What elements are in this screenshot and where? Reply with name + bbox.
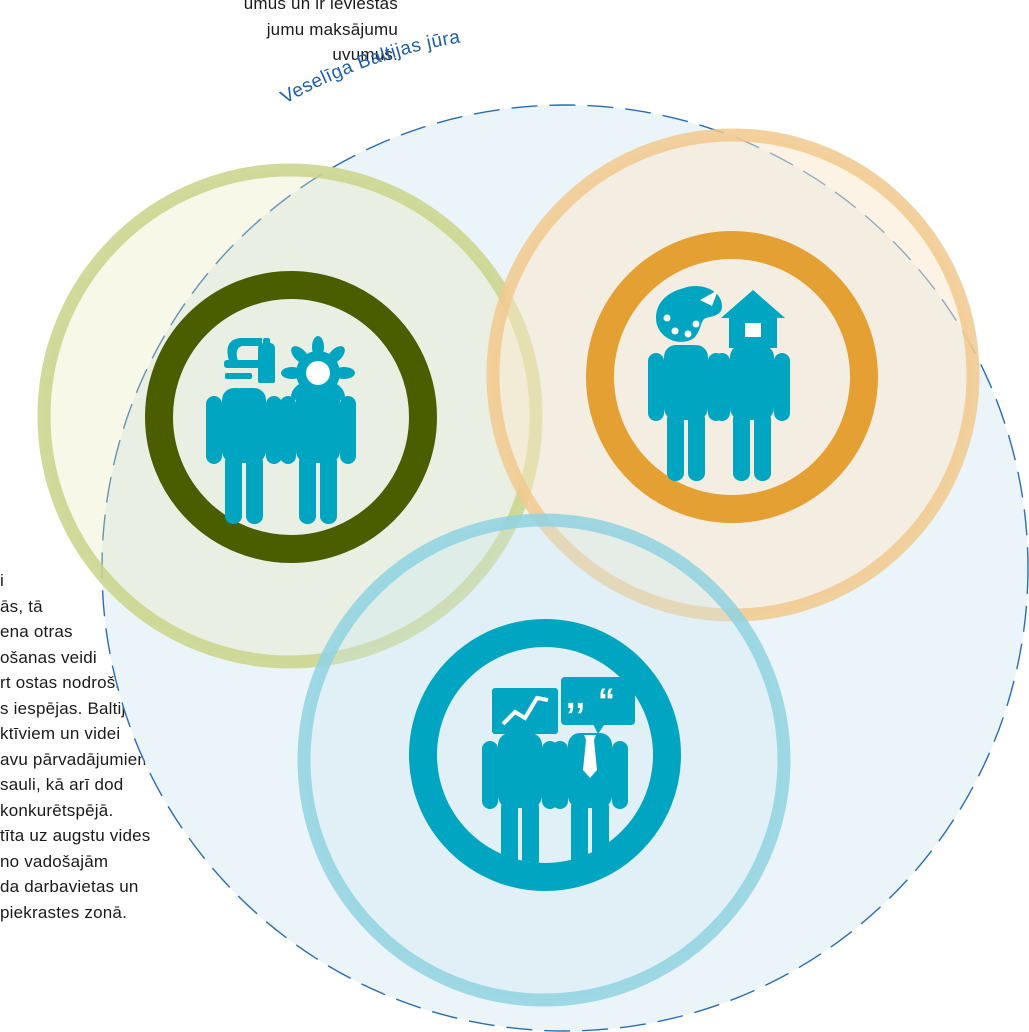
culture-housing-people (648, 286, 790, 481)
text-line: piekrastes zonā. (0, 902, 127, 922)
diagram-title: Veselīga Baltijas jūra (277, 27, 462, 109)
svg-text:,,: ,, (566, 678, 585, 716)
text-line: sauli, kā arī dod (0, 775, 124, 794)
microscope-icon (224, 338, 275, 383)
text-line: uvumus. (332, 45, 398, 64)
science-nature-people (206, 336, 356, 524)
text-line: konkurētspējā. (0, 800, 114, 820)
ring-culture-housing (586, 231, 878, 523)
text-line: avu pārvadājumiem, (0, 749, 157, 769)
text-line: da darbavietas un (0, 877, 139, 896)
text-line: i (0, 571, 4, 590)
text-line: ena otras (0, 622, 73, 641)
text-line: ošanas veidi (0, 647, 97, 667)
text-line: jumu maksājumu (266, 19, 398, 39)
text-line: s iespējas. Baltijas (0, 698, 144, 718)
text-line: ās, tā (0, 596, 43, 616)
ring-business-communication (409, 619, 681, 891)
left-paragraph: i ās, tā ena otras ošanas veidi rt ostas… (0, 568, 157, 925)
text-line: tīta uz augstu vides (0, 826, 151, 845)
text-line: no vadošajām (0, 851, 109, 871)
svg-text:“: “ (598, 682, 615, 720)
text-line: ktīviem un videi (0, 724, 121, 743)
chart-icon (492, 688, 558, 734)
text-line: umus un ir ieviestas (243, 0, 398, 13)
palette-icon (656, 286, 722, 342)
business-communication-people: ,, “ (482, 677, 635, 869)
top-paragraph: umus un ir ieviestas jumu maksājumu uvum… (178, 0, 398, 68)
text-line: rt ostas nodrošina (0, 673, 139, 692)
ring-science-nature (145, 271, 437, 563)
house-icon (721, 290, 785, 348)
businessman-person (552, 733, 628, 869)
speech-bubble-icon: ,, “ (561, 677, 635, 734)
tie-icon (583, 735, 597, 778)
